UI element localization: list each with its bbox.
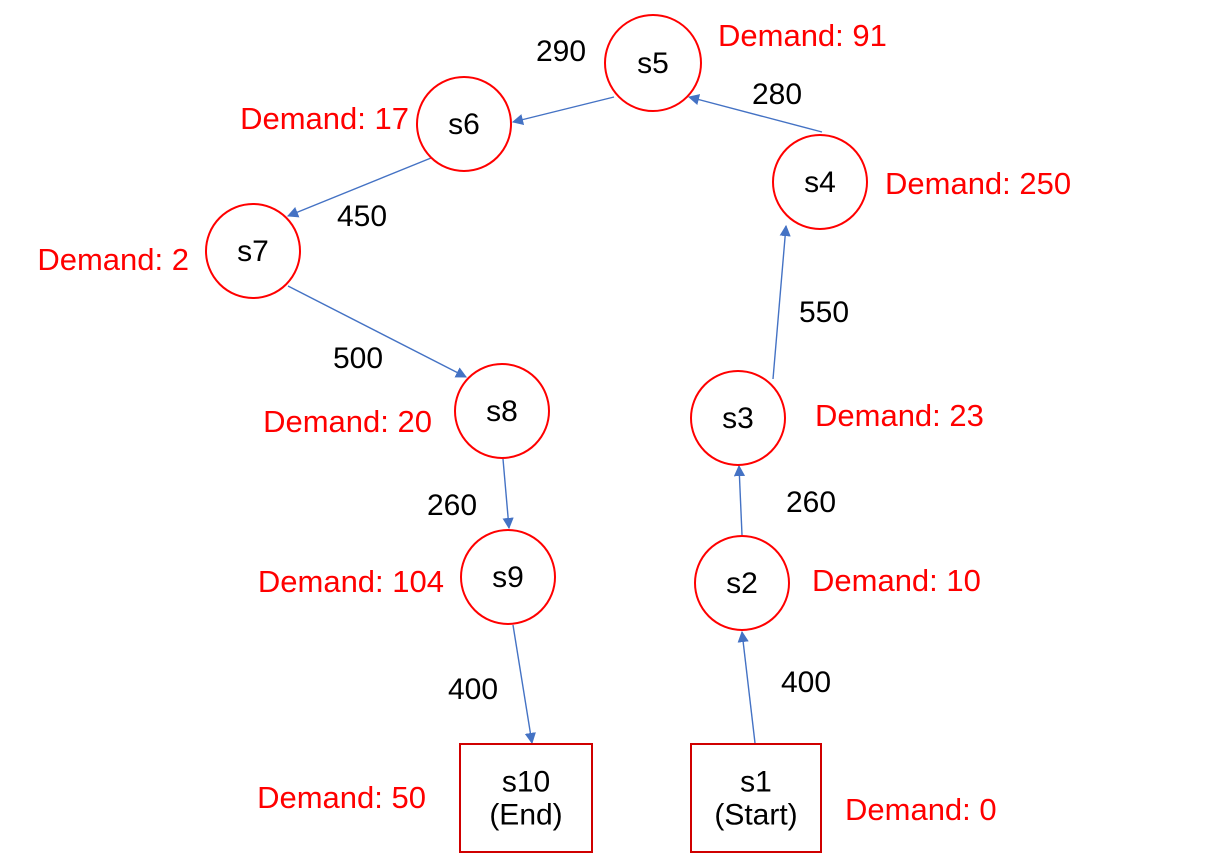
node-s5-label: s5	[637, 47, 669, 80]
demand-s4: Demand: 250	[885, 166, 1071, 201]
demand-s6: Demand: 17	[240, 101, 409, 136]
edge-weight-s9-s10: 400	[448, 673, 498, 706]
edge-weight-s4-s5: 280	[752, 78, 802, 111]
edge-s7-s8	[287, 285, 467, 378]
node-s2: s2	[694, 535, 790, 631]
edge-s3-s4	[772, 224, 791, 380]
edge-s8-s9	[502, 458, 514, 530]
node-s7: s7	[205, 203, 301, 299]
edge-weight-s7-s8: 500	[333, 342, 383, 375]
demand-s9: Demand: 104	[258, 564, 444, 599]
node-s8-label: s8	[486, 395, 518, 428]
edge-s2-s3	[733, 464, 746, 536]
edge-s5-s6	[511, 96, 615, 126]
edge-weight-s6-s7: 450	[337, 200, 387, 233]
demand-s10: Demand: 50	[257, 780, 426, 815]
demand-s5: Demand: 91	[718, 18, 887, 53]
edges-layer	[286, 94, 823, 745]
edge-weight-s8-s9: 260	[427, 489, 477, 522]
node-s9-circle	[460, 529, 556, 625]
node-s4: s4	[772, 134, 868, 230]
node-s1: s1(Start)	[690, 743, 822, 853]
edge-s4-s5	[687, 94, 823, 133]
edge-weight-s3-s4: 550	[799, 296, 849, 329]
node-s8: s8	[454, 363, 550, 459]
node-s2-label: s2	[726, 567, 758, 600]
edge-weight-s5-s6: 290	[536, 35, 586, 68]
node-s4-circle	[772, 134, 868, 230]
node-s10: s10(End)	[459, 743, 593, 853]
node-s6: s6	[416, 76, 512, 172]
node-s10-label: (End)	[489, 799, 562, 832]
node-s1-label: (Start)	[714, 799, 797, 832]
node-s1-box	[690, 743, 822, 853]
node-s5: s5	[604, 14, 702, 112]
node-s6-circle	[416, 76, 512, 172]
node-s4-label: s4	[804, 166, 836, 199]
demand-s1: Demand: 0	[845, 792, 997, 827]
node-s9-label: s9	[492, 561, 524, 594]
node-s3: s3	[690, 370, 786, 466]
node-s3-circle	[690, 370, 786, 466]
edge-s1-s2	[737, 630, 756, 744]
demand-s2: Demand: 10	[812, 563, 981, 598]
demand-s7: Demand: 2	[37, 242, 189, 277]
node-s5-circle	[604, 14, 702, 112]
node-s3-label: s3	[722, 402, 754, 435]
demand-s3: Demand: 23	[815, 398, 984, 433]
node-s2-circle	[694, 535, 790, 631]
node-s7-label: s7	[237, 235, 269, 268]
node-s10-label: s10	[502, 766, 550, 799]
edge-s9-s10	[512, 624, 536, 745]
edge-weight-s2-s3: 260	[786, 486, 836, 519]
node-s10-box	[459, 743, 593, 853]
node-s9: s9	[460, 529, 556, 625]
node-s7-circle	[205, 203, 301, 299]
edge-s6-s7	[286, 157, 432, 218]
node-s6-label: s6	[448, 108, 480, 141]
nodes-layer: s1(Start) s2 s3 s4 s5 s6 s7 s8 s9 s10(End)	[205, 14, 868, 853]
demand-s8: Demand: 20	[263, 404, 432, 439]
edge-weight-s1-s2: 400	[781, 666, 831, 699]
node-s1-label: s1	[740, 766, 772, 799]
node-s8-circle	[454, 363, 550, 459]
